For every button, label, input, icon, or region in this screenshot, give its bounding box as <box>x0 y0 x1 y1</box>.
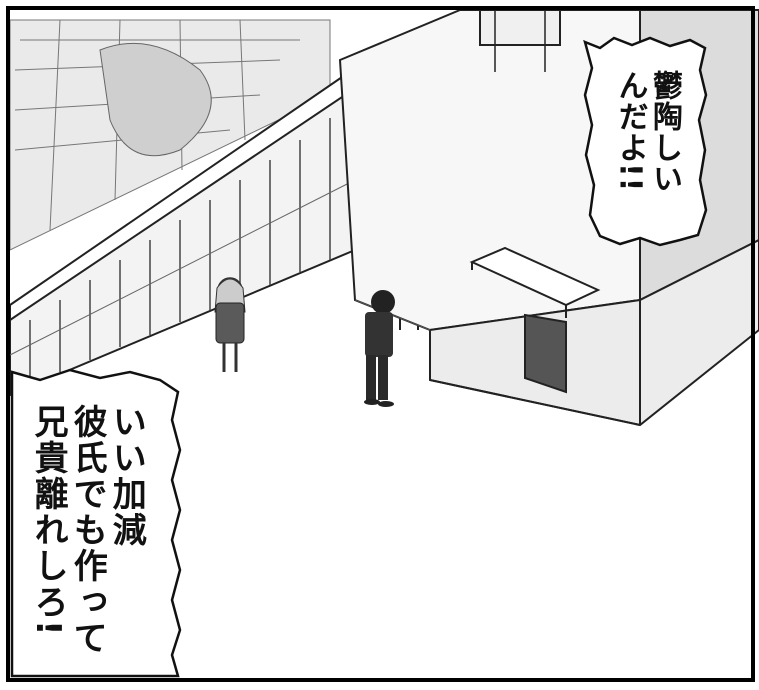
speech_right-line-1: 鬱陶しい <box>647 70 682 194</box>
speech_left-line-2: 彼氏でも作って <box>67 404 108 656</box>
girl-figure <box>214 277 246 372</box>
speech_left-line-1: いい加減 <box>106 404 147 548</box>
speech_right-line-2: んだよ!! <box>612 70 648 193</box>
speech-bubble-right <box>583 36 708 247</box>
speech-bubble-left <box>10 368 182 678</box>
stair-tower <box>338 9 759 427</box>
speech-right-text: 鬱陶しいんだよ!! <box>612 70 683 194</box>
boy-figure <box>364 290 395 407</box>
speech-left-text: いい加減彼氏でも作って兄貴離れしろ! <box>28 404 147 656</box>
speech_left-line-3: 兄貴離れしろ! <box>28 404 69 638</box>
